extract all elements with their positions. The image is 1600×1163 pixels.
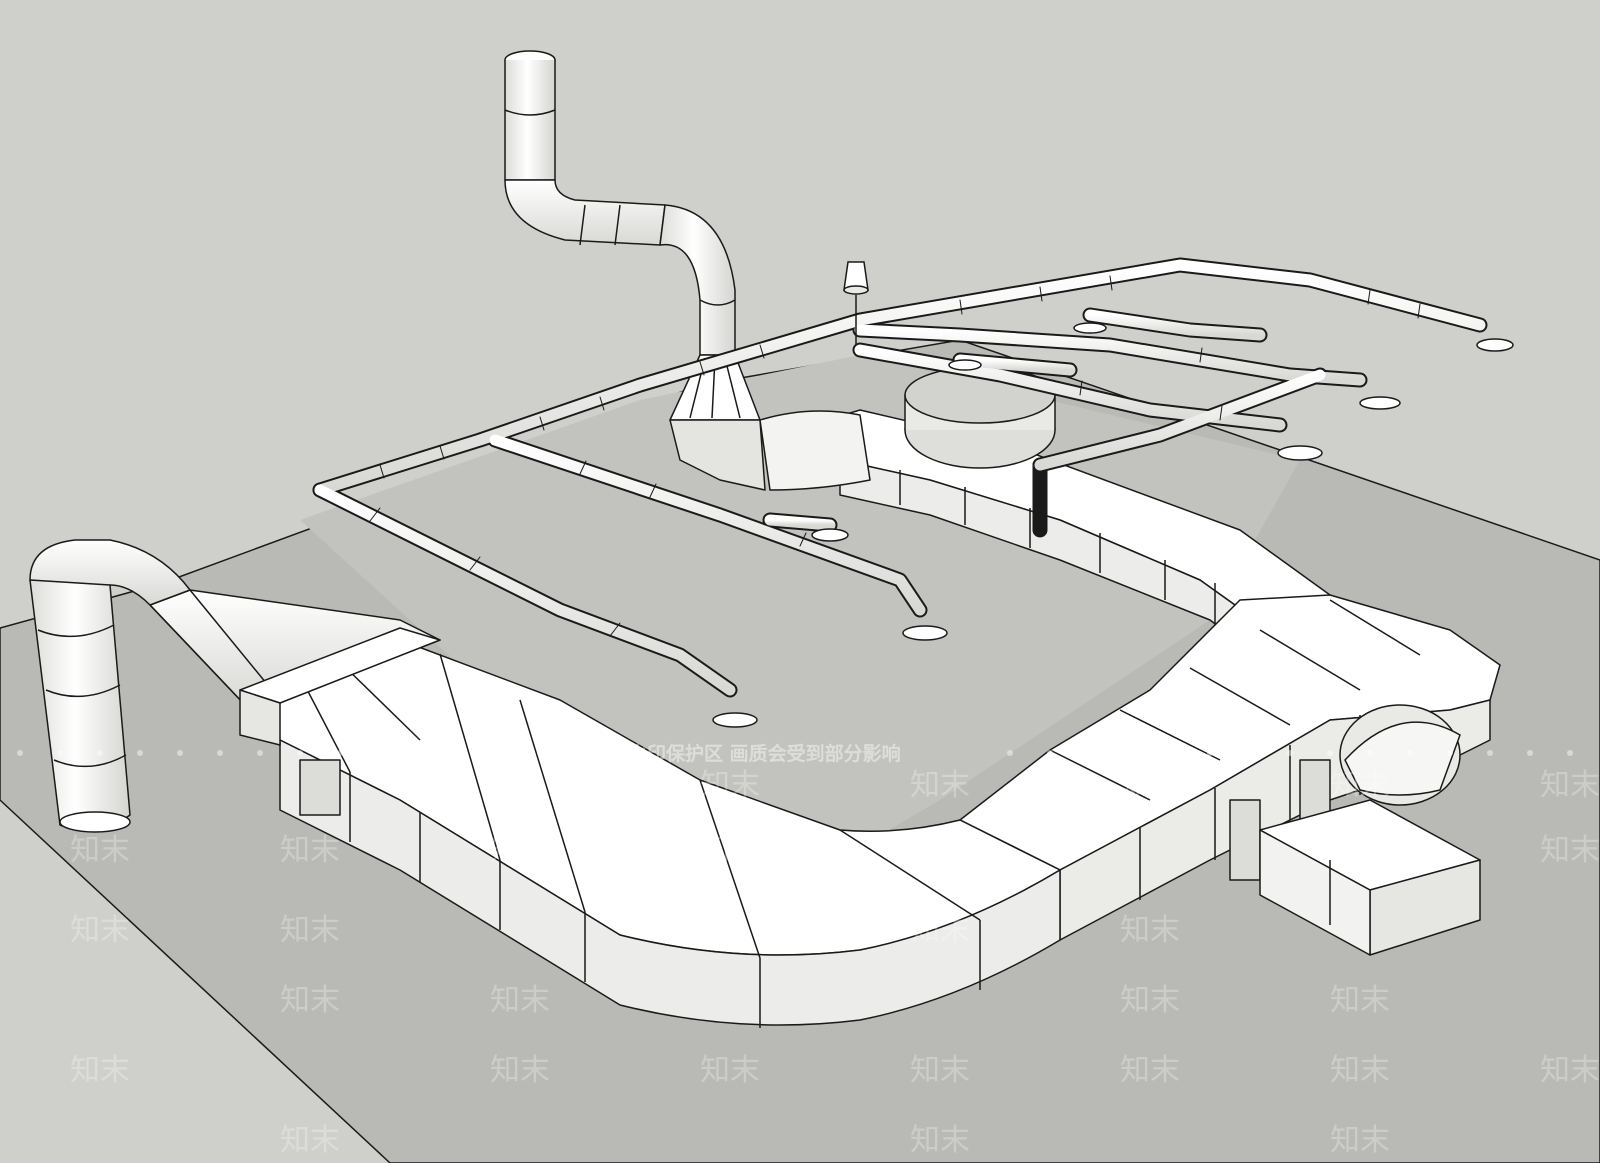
outlet-foot: [712, 712, 758, 728]
watermark-logo: 知末: [280, 833, 340, 868]
watermark-logo: 知末: [280, 983, 340, 1018]
watermark-logo: 知末: [1330, 1123, 1390, 1158]
outlet-foot: [1476, 338, 1514, 352]
watermark-logo: 知末: [1330, 983, 1390, 1018]
watermark-logo: 知末: [1540, 768, 1600, 803]
watermark-logo: 知末: [280, 1123, 340, 1158]
watermark-logo: 知末: [1330, 768, 1390, 803]
watermark-logo: 知末: [490, 983, 550, 1018]
duct-elbow-right: [1339, 704, 1461, 806]
pipe-outlet-feet: [712, 322, 1514, 728]
outlet-foot: [1073, 322, 1107, 334]
outlet-foot: [1277, 445, 1323, 461]
watermark-logo: 知末: [910, 1123, 970, 1158]
watermark-logo: 知末: [280, 913, 340, 948]
watermark-logos: 知末 知末 知末 知末 知末 知末 知末 知末 知末 知末 知末 知末 知末 知…: [70, 768, 1600, 1158]
watermark-overlay: 水印保护区 画质会受到部分影响: [17, 742, 1573, 765]
outlet-foot: [1359, 396, 1401, 410]
roof-vent-cap: [843, 261, 869, 345]
watermark-logo: 知末: [1120, 768, 1180, 803]
watermark-logo: 知末: [70, 1053, 130, 1088]
watermark-logo: 知末: [70, 913, 130, 948]
watermark-logo: 知末: [1540, 1053, 1600, 1088]
outlet-foot: [811, 528, 849, 542]
watermark-logo: 知末: [490, 1053, 550, 1088]
watermark-dot-line: [17, 750, 1573, 756]
watermark-logo: 知末: [1120, 913, 1180, 948]
watermark-logo: 知末: [700, 768, 760, 803]
watermark-logo: 知末: [1330, 1053, 1390, 1088]
outlet-foot: [902, 625, 948, 641]
watermark-logo: 知末: [700, 1053, 760, 1088]
watermark-logo: 知末: [1120, 983, 1180, 1018]
vertical-exhaust-stack: [504, 50, 871, 491]
exhaust-stack-left: [29, 539, 441, 833]
watermark-logo: 知末: [490, 833, 550, 868]
outlet-foot: [948, 359, 982, 371]
watermark-banner: 水印保护区 画质会受到部分影响: [628, 742, 901, 765]
watermark-logo: 知末: [700, 833, 760, 868]
circular-supply-pipe-network: [312, 257, 1488, 698]
watermark-logo: 知末: [1540, 833, 1600, 868]
watermark-logo: 知末: [910, 913, 970, 948]
watermark-logo: 知末: [1120, 1053, 1180, 1088]
duct-stub-right: [1259, 799, 1481, 956]
watermark-logo: 知末: [70, 833, 130, 868]
watermark-logo: 知末: [910, 768, 970, 803]
watermark-logo: 知末: [910, 1053, 970, 1088]
